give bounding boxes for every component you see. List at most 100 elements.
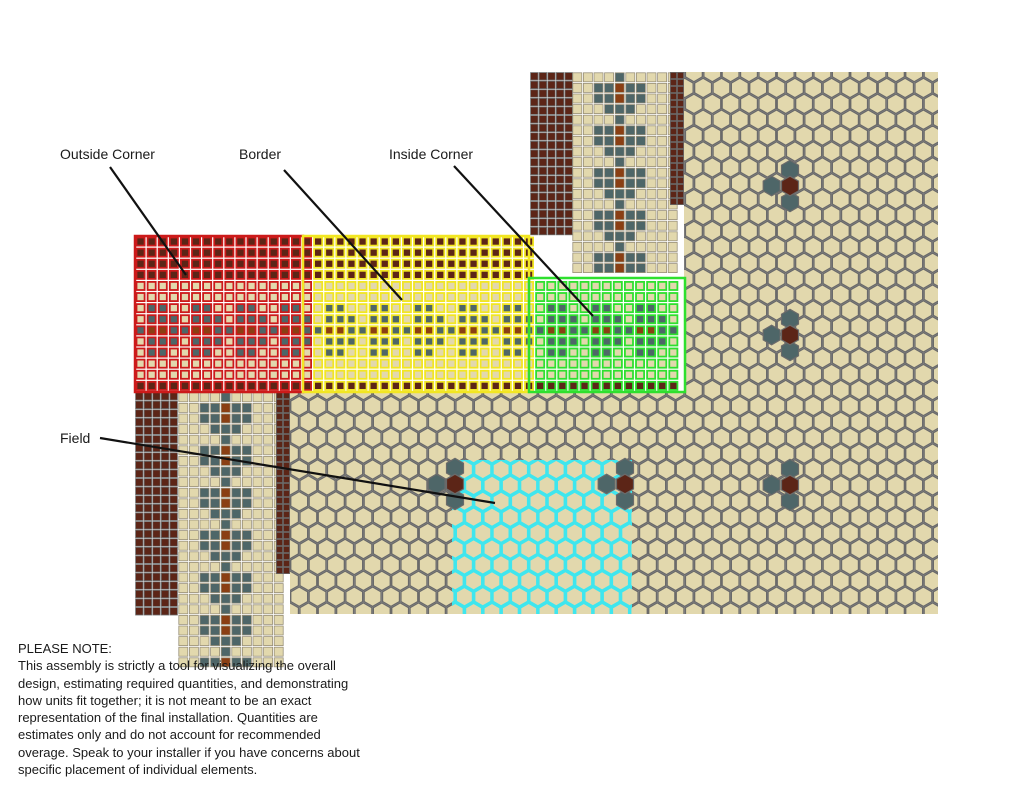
hex-tile	[510, 172, 529, 194]
square-tile	[357, 280, 368, 291]
square-tile	[424, 358, 435, 369]
hex-tile	[308, 554, 327, 576]
hex-tile	[473, 427, 492, 449]
square-tile	[324, 247, 335, 258]
hex-tile	[317, 570, 336, 592]
square-tile	[677, 148, 685, 156]
hex-tile	[943, 539, 960, 559]
hex-tile	[961, 317, 978, 337]
square-tile	[557, 358, 568, 369]
square-tile	[547, 149, 556, 158]
square-tile	[257, 247, 268, 258]
hex-tile	[721, 252, 740, 274]
square-tile	[401, 358, 412, 369]
square-tile	[157, 269, 168, 280]
hex-tile	[529, 651, 546, 671]
hex-tile	[822, 204, 841, 226]
hex-tile	[290, 442, 300, 465]
hex-tile	[335, 93, 355, 115]
hex-tile	[290, 601, 300, 614]
accent-hex-tile	[780, 159, 800, 181]
square-tile	[178, 455, 189, 466]
square-tile	[390, 380, 401, 391]
hex-tile	[905, 474, 924, 497]
hex-tile	[410, 666, 427, 686]
square-tile	[635, 358, 646, 369]
square-tile	[246, 258, 257, 269]
square-tile	[346, 369, 357, 380]
square-tile	[313, 314, 324, 325]
hex-tile-highlight	[555, 601, 576, 614]
hex-tile	[400, 77, 419, 99]
hex-tile	[675, 458, 694, 481]
square-tile	[160, 417, 170, 427]
hex-tile	[914, 331, 933, 353]
square-tile	[424, 336, 435, 347]
hex-tile	[915, 619, 932, 639]
square-tile	[538, 218, 548, 227]
hex-tile	[831, 283, 850, 306]
hex-tile	[648, 506, 667, 528]
square-tile	[241, 445, 252, 456]
square-tile	[231, 519, 242, 530]
note-line: design, estimating required quantities, …	[18, 675, 349, 691]
hex-tile	[537, 252, 557, 274]
square-tile	[612, 280, 623, 291]
square-tile	[490, 358, 501, 369]
hex-tile	[290, 586, 309, 608]
hex-tile	[317, 72, 336, 83]
square-tile	[614, 157, 625, 168]
square-tile	[657, 303, 668, 314]
hex-tile	[831, 601, 850, 614]
hex-tile-highlight	[410, 635, 427, 655]
hex-tile	[548, 651, 565, 671]
hex-tile	[730, 554, 749, 576]
square-tile	[379, 314, 390, 325]
square-tile	[677, 197, 685, 205]
square-tile	[604, 199, 614, 210]
square-tile	[546, 280, 557, 291]
square-tile	[538, 115, 548, 124]
square-tile	[601, 325, 612, 336]
square-tile	[220, 540, 231, 551]
hex-tile	[840, 363, 860, 385]
hex-tile	[850, 156, 869, 179]
hex-tile	[749, 77, 768, 99]
hex-tile	[749, 522, 768, 544]
hex-tile	[308, 77, 327, 99]
square-tile	[220, 646, 231, 657]
square-tile	[668, 336, 679, 347]
square-tile	[135, 258, 146, 269]
hex-tile	[473, 140, 492, 163]
square-tile	[210, 466, 221, 477]
hex-tile	[519, 411, 538, 433]
hex-tile	[758, 442, 777, 465]
hex-tile	[794, 442, 814, 465]
hex-tile	[850, 72, 869, 83]
hex-tile	[372, 72, 391, 83]
hex-tile	[510, 140, 529, 163]
square-tile	[413, 269, 424, 280]
hex-tile	[447, 666, 464, 686]
hex-tile	[372, 570, 391, 592]
hex-tile	[684, 347, 704, 369]
hex-tile	[675, 236, 694, 258]
hex-tile	[895, 522, 915, 544]
hex-tile	[391, 601, 410, 614]
square-tile	[636, 72, 646, 83]
hex-tile	[767, 586, 786, 608]
hex-tile	[501, 93, 520, 115]
square-tile	[564, 183, 573, 193]
hex-tile-highlight	[456, 619, 473, 639]
square-tile	[178, 487, 189, 498]
square-tile	[335, 358, 346, 369]
square-tile	[457, 236, 468, 247]
hex-tile	[758, 538, 777, 560]
square-tile	[593, 83, 604, 93]
hex-tile	[427, 506, 447, 528]
hex-tile-highlight	[555, 474, 576, 497]
hex-tile	[721, 156, 740, 179]
hex-tile	[721, 570, 740, 592]
hex-tile	[868, 474, 887, 497]
square-tile	[324, 236, 335, 247]
